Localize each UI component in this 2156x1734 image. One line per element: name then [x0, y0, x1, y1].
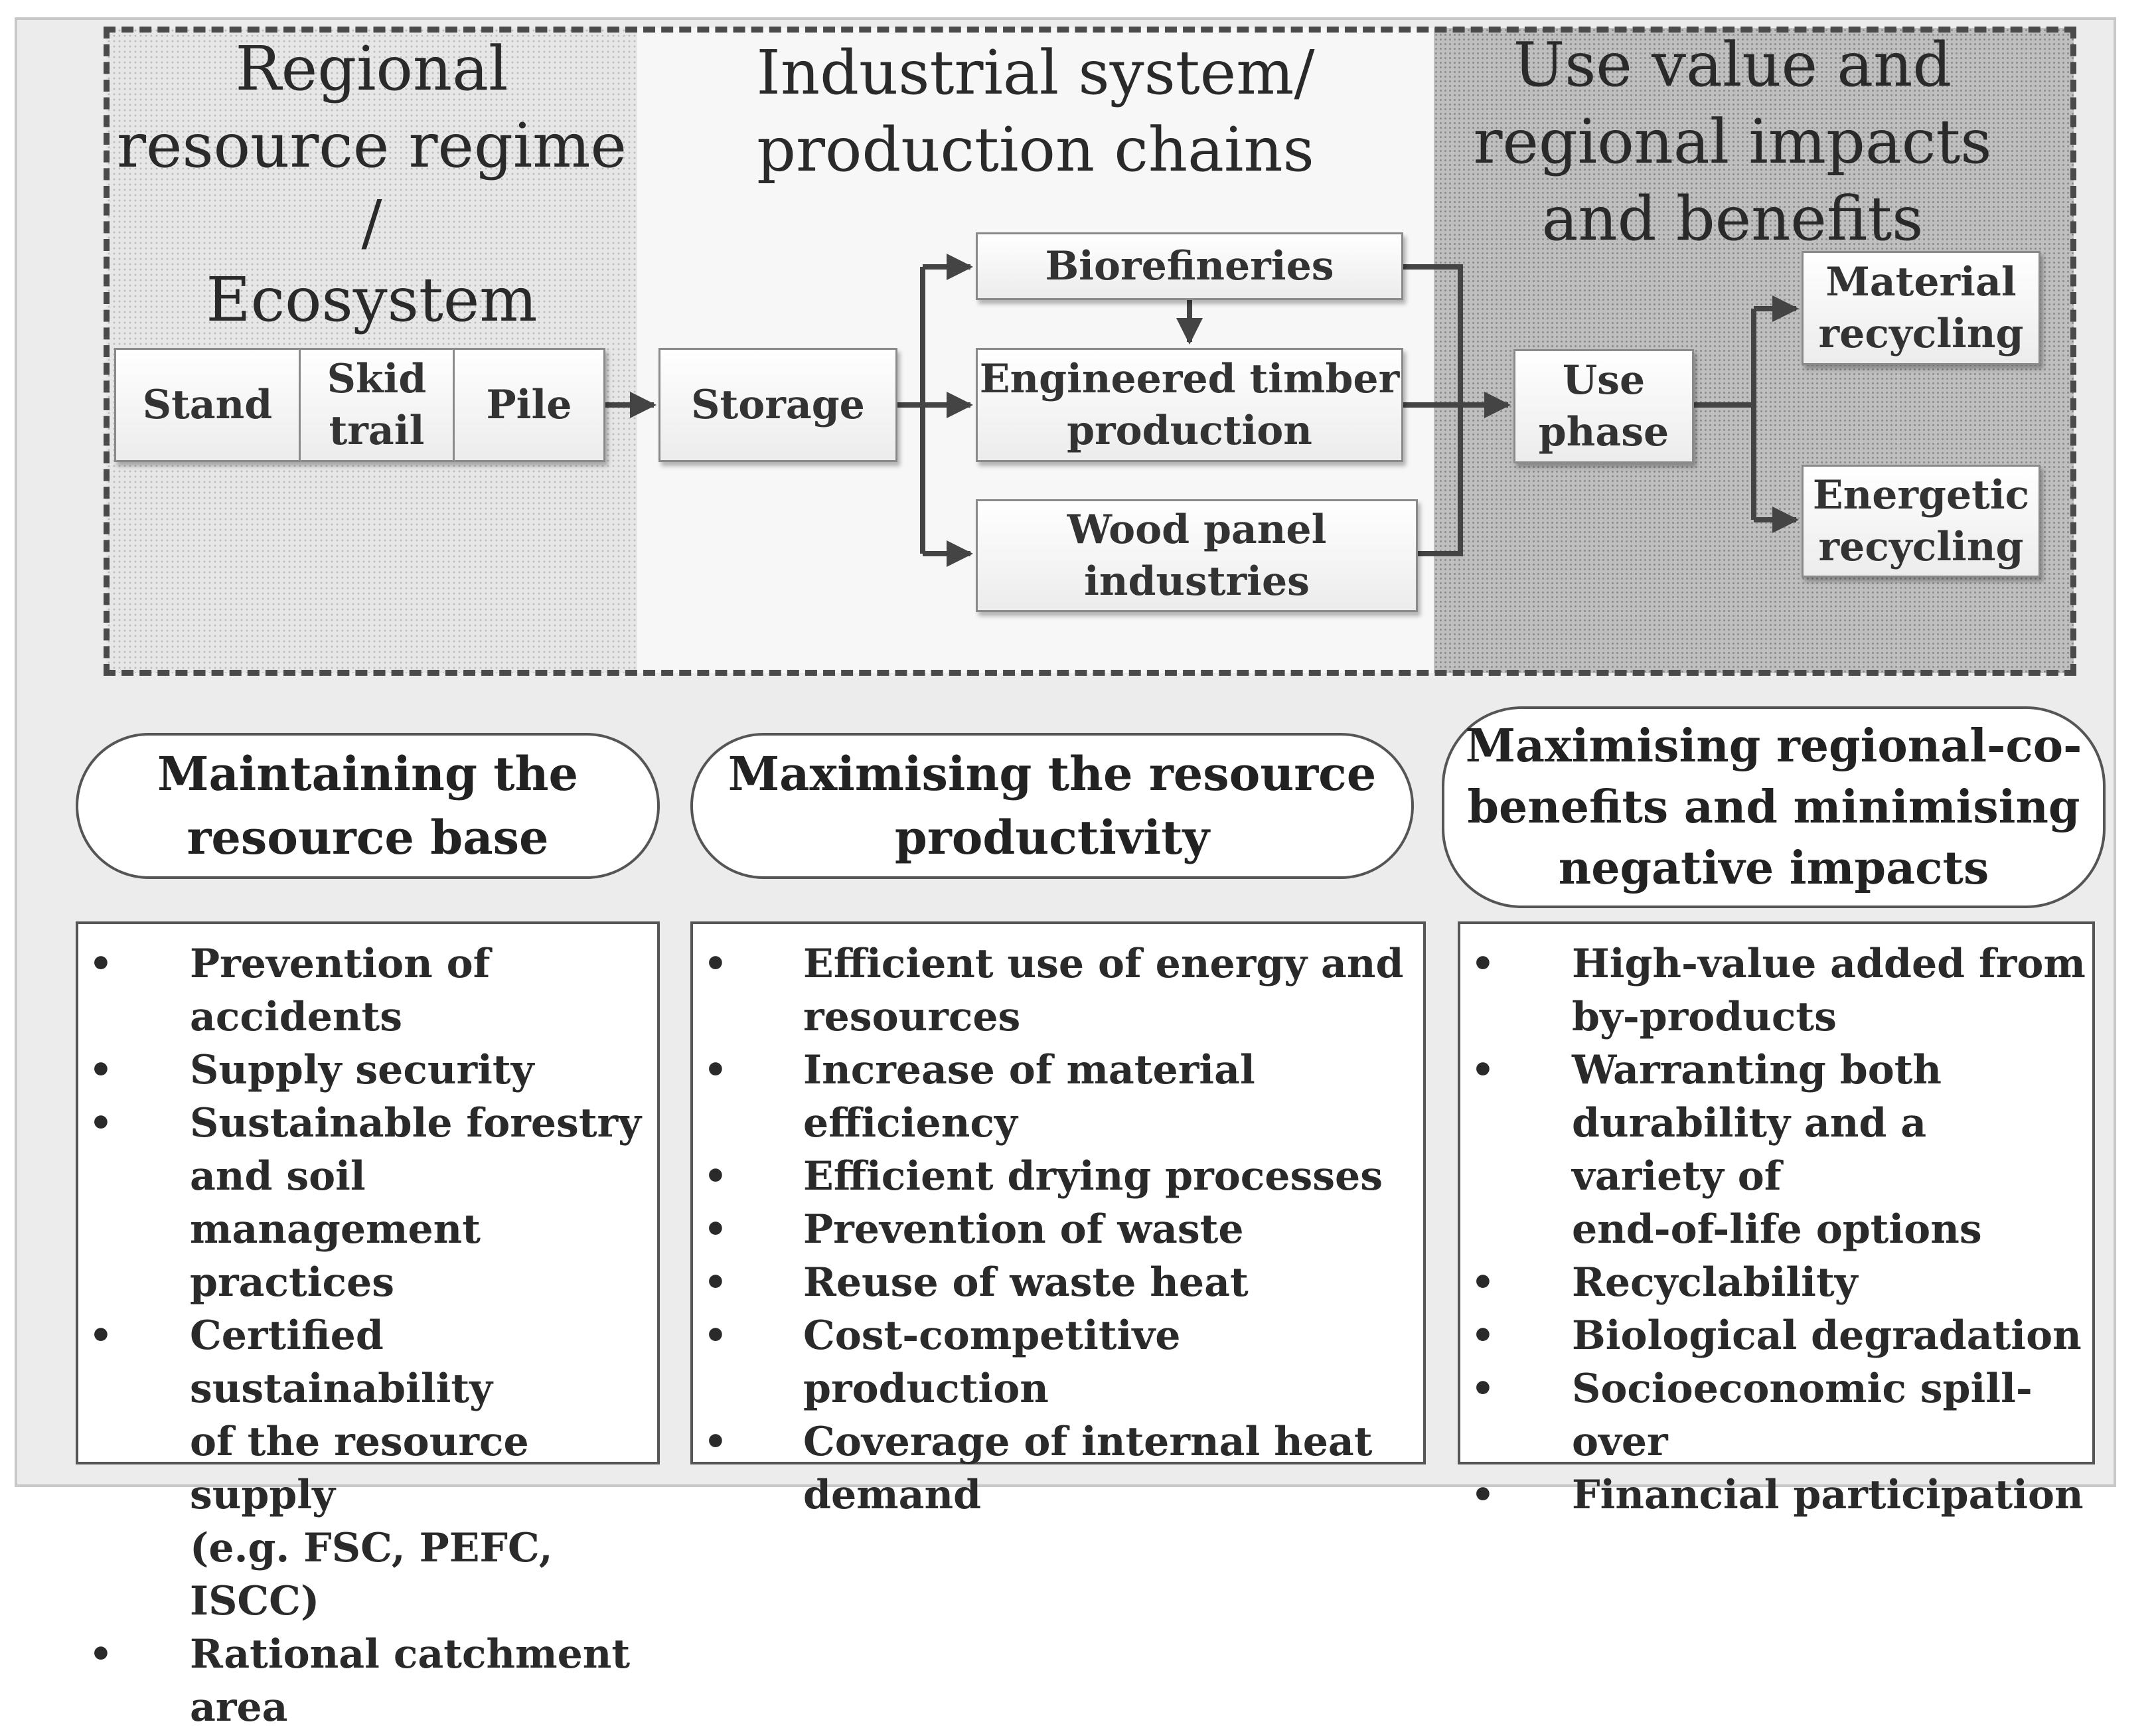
bullet-icon: • — [704, 1420, 728, 1464]
list-item-text: High-value added from — [1572, 941, 2086, 987]
list-item: • Recyclability — [1460, 1256, 2086, 1309]
list-item-text: Efficient drying processes — [803, 1153, 1383, 1200]
list-item: • Efficient use of energy and resources — [693, 937, 1417, 1044]
node-wood-panel: Wood panel industries — [976, 499, 1418, 612]
node-stand: Stand — [116, 350, 301, 460]
goal-title-resource-base: Maintaining the resource base — [76, 733, 660, 879]
panel-title-mid: Industrial system/ production chains — [756, 37, 1315, 185]
bullet-icon: • — [704, 942, 728, 986]
list-item-text: Coverage of internal heat — [803, 1419, 1373, 1465]
goal-list-resource-productivity: • Efficient use of energy and resources • In… — [690, 921, 1426, 1518]
dashed-outline — [104, 27, 2076, 676]
bullet-icon: • — [704, 1261, 728, 1304]
bullet-icon: • — [1471, 1048, 1495, 1092]
list-item-text: Financial participation — [1572, 1472, 2084, 1518]
bullet-icon: • — [89, 1632, 113, 1676]
list-item-text: Prevention of accidents — [190, 941, 491, 1040]
panel-title-right: Use value and regional impacts and benef… — [1473, 29, 1992, 254]
list-item-text: Increase of material efficiency — [803, 1047, 1255, 1146]
node-energetic-recycling: Energetic recycling — [1802, 465, 2041, 578]
bullet-icon: • — [89, 1048, 113, 1092]
bullet-icon: • — [1471, 1473, 1495, 1517]
bullet-icon: • — [704, 1208, 728, 1251]
list-item-text: Reuse of waste heat — [803, 1259, 1249, 1306]
bullet-icon: • — [1471, 942, 1495, 986]
list-item-text: end-of-life options — [1572, 1206, 1982, 1253]
flow-arrows — [605, 254, 1799, 567]
node-pile: Pile — [486, 382, 572, 428]
list-item: • Increase of material efficiency — [693, 1044, 1417, 1150]
bullet-icon: • — [89, 942, 113, 986]
node-material-recycling: Material recycling — [1802, 251, 2041, 365]
list-item-text: demand — [803, 1472, 982, 1518]
arrow-panel-out — [1418, 405, 1463, 556]
goal-title-resource-productivity: Maximising the resource productivity — [690, 733, 1414, 879]
list-item: • Prevention of waste — [693, 1203, 1417, 1256]
goal-title-regional-co-benefits: Maximising regional-co- benefits and min… — [1442, 706, 2106, 908]
bullet-icon: • — [1471, 1314, 1495, 1358]
panel-title-left: Regional resource regime / Ecosystem — [117, 33, 627, 335]
node-skid-trail: Skid trail — [301, 350, 455, 460]
list-item-text: by-products — [1572, 994, 1837, 1040]
list-item: • Coverage of internal heat demand — [693, 1415, 1417, 1522]
list-item: • Socioeconomic spill-over — [1460, 1362, 2086, 1468]
goal-list-resource-base: • Prevention of accidents • Supply security… — [76, 921, 660, 1731]
list-item: • Supply security — [78, 1044, 651, 1097]
list-item-text: durability and a variety of — [1572, 1100, 1927, 1200]
list-item-text: of the resource supply — [190, 1419, 529, 1518]
list-item-text: Recyclability — [1572, 1259, 1858, 1306]
list-item-text: Certified sustainability — [190, 1312, 493, 1412]
list-item-text: and soil management — [190, 1153, 481, 1253]
node-use-phase: Use phase — [1513, 349, 1694, 463]
list-item-text: Sustainable forestry — [190, 1100, 642, 1146]
list-item: • Cost-competitive production — [693, 1309, 1417, 1415]
list-item: • Rational catchment area — [78, 1628, 651, 1734]
bullet-icon: • — [1471, 1261, 1495, 1304]
list-item-text: (e.g. FSC, PEFC, ISCC) — [190, 1525, 553, 1624]
list-item-text: resources — [803, 994, 1021, 1040]
node-storage: Storage — [658, 348, 897, 462]
bullet-icon: • — [89, 1314, 113, 1358]
bullet-icon: • — [1471, 1367, 1495, 1411]
list-item-text: practices — [190, 1259, 394, 1306]
list-item: • High-value added from by-products — [1460, 937, 2086, 1044]
stand-skid-pile-group: Stand Skid trail Pile — [114, 348, 605, 462]
list-item-text: Biological degradation — [1572, 1312, 2082, 1359]
node-engineered-timber: Engineered timber production — [976, 348, 1403, 462]
list-item-text: Supply security — [190, 1047, 534, 1093]
bullet-icon: • — [704, 1154, 728, 1198]
list-item: • Prevention of accidents — [78, 937, 651, 1044]
list-item: • Biological degradation — [1460, 1309, 2086, 1362]
list-item-text: Rational catchment — [190, 1631, 631, 1678]
list-item-text: area — [190, 1684, 288, 1731]
list-item: • Warranting both durability and a variety… — [1460, 1044, 2086, 1256]
list-item-text: Efficient use of energy and — [803, 941, 1404, 987]
bullet-icon: • — [704, 1048, 728, 1092]
list-item: • Efficient drying processes — [693, 1150, 1417, 1203]
list-item: • Financial participation — [1460, 1468, 2086, 1522]
goal-list-regional-co-benefits: • High-value added from by-products • Warran… — [1458, 921, 2095, 1518]
list-item: • Reuse of waste heat — [693, 1256, 1417, 1309]
list-item-text: Socioeconomic spill-over — [1572, 1366, 2033, 1465]
bullet-icon: • — [704, 1314, 728, 1358]
arrow-bio-out — [1403, 264, 1463, 405]
list-item: • Sustainable forestry and soil management… — [78, 1097, 651, 1309]
node-biorefineries: Biorefineries — [976, 232, 1403, 300]
bullet-icon: • — [89, 1101, 113, 1145]
list-item-text: Cost-competitive production — [803, 1312, 1181, 1412]
list-item-text: Warranting both — [1572, 1047, 1942, 1093]
list-item-text: Prevention of waste — [803, 1206, 1244, 1253]
